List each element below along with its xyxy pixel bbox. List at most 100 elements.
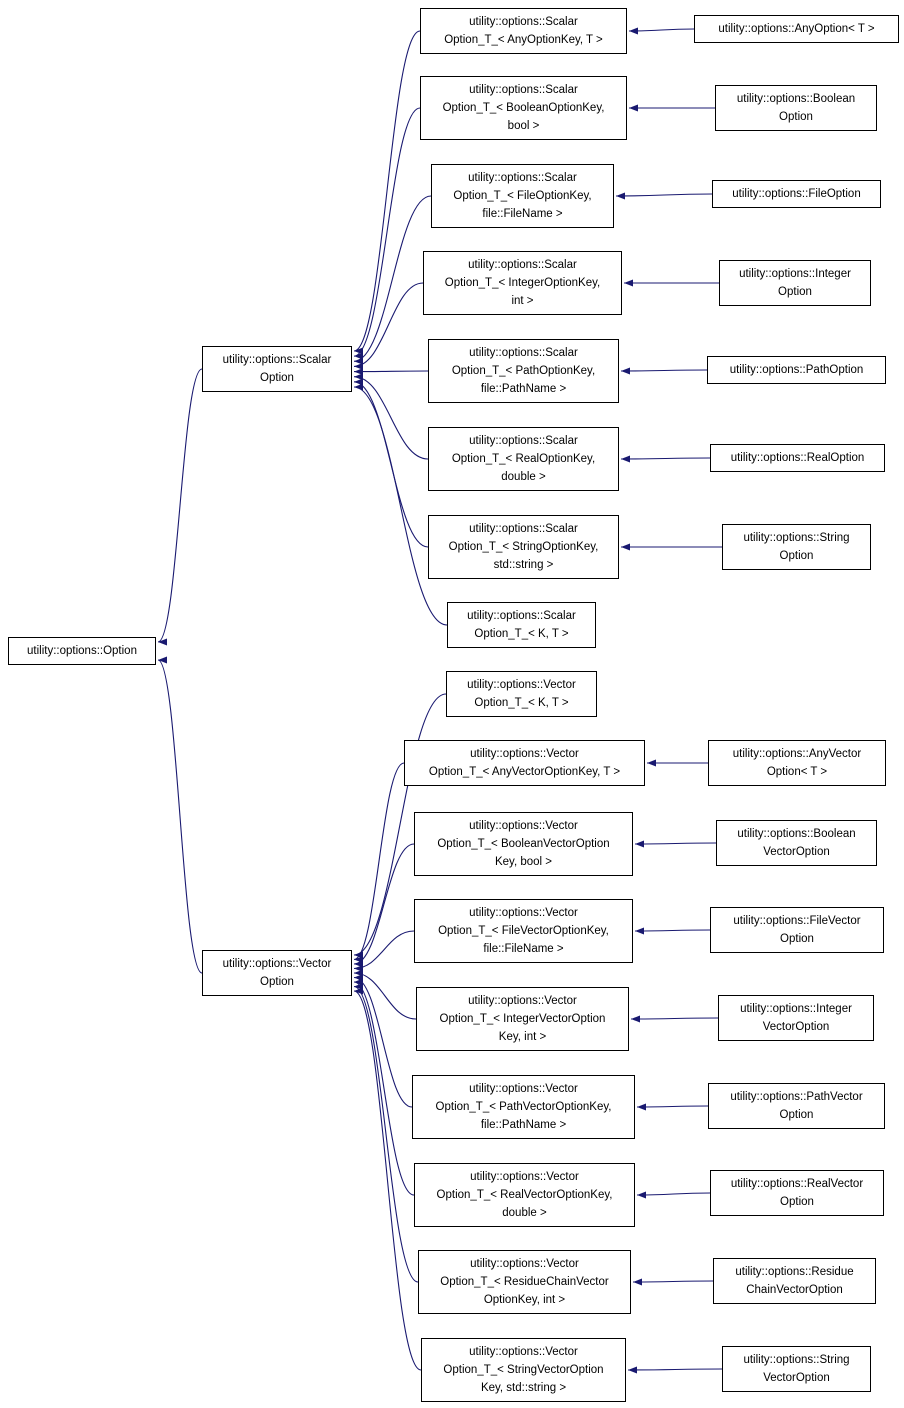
node-scalar-option-t-anyoptionkey[interactable]: utility::options::Scalar Option_T_< AnyO… — [420, 8, 627, 54]
node-label-line: Option_T_< BooleanOptionKey, — [442, 102, 605, 114]
node-label-line: file::FileName > — [482, 208, 563, 220]
node-label-line: Key, std::string > — [480, 1382, 567, 1394]
node-label-line: Option< T > — [766, 766, 828, 778]
node-label-line: utility::options::Scalar — [468, 259, 577, 271]
node-anyvectoroption[interactable]: utility::options::AnyVector Option< T > — [708, 740, 886, 786]
node-fileoption[interactable]: utility::options::FileOption — [712, 180, 881, 208]
node-label-line: utility::options::Boolean — [736, 93, 856, 105]
node-label-line: utility::options::Scalar — [469, 16, 578, 28]
node-label-line: std::string > — [493, 559, 554, 571]
node-label-line: utility::options::FileVector — [733, 915, 861, 927]
node-label-line: utility::options::FileOption — [732, 188, 861, 200]
node-label-line: Option_T_< StringOptionKey, — [448, 541, 599, 553]
node-label-line: VectorOption — [763, 846, 830, 858]
node-label-line: utility::options::Vector — [470, 748, 579, 760]
node-label-line: utility::options::Scalar — [469, 435, 578, 447]
node-residuechainvectoroption[interactable]: utility::options::Residue ChainVectorOpt… — [713, 1258, 876, 1304]
node-label-line: Option — [780, 933, 814, 945]
node-label-line: utility::options::Scalar — [222, 354, 332, 366]
node-label-line: utility::options::Scalar — [468, 172, 577, 184]
node-label-line: utility::options::PathVector — [730, 1091, 863, 1103]
node-label-line: OptionKey, int > — [483, 1294, 566, 1306]
node-label-line: Option_T_< BooleanVectorOption — [437, 838, 610, 850]
node-option[interactable]: utility::options::Option — [8, 637, 156, 665]
node-label-line: VectorOption — [762, 1021, 830, 1033]
node-label-line: utility::options::RealOption — [730, 452, 865, 464]
node-pathoption[interactable]: utility::options::PathOption — [707, 356, 886, 384]
node-vector-option-t-k-t[interactable]: utility::options::Vector Option_T_< K, T… — [446, 671, 597, 717]
node-anyoption[interactable]: utility::options::AnyOption< T > — [694, 15, 899, 43]
node-label-line: Option — [260, 372, 294, 384]
node-label-line: utility::options::Integer — [739, 268, 851, 280]
node-label-line: Option — [778, 286, 812, 298]
node-label-line: file::PathName > — [480, 383, 567, 395]
node-vector-option-t-pathvectoroptionkey[interactable]: utility::options::Vector Option_T_< Path… — [412, 1075, 635, 1139]
node-realoption[interactable]: utility::options::RealOption — [710, 444, 885, 472]
node-label-line: double > — [501, 471, 546, 483]
node-scalar-option-t-integeroptionkey[interactable]: utility::options::Scalar Option_T_< Inte… — [423, 251, 622, 315]
node-label-line: VectorOption — [763, 1372, 830, 1384]
node-label-line: bool > — [507, 120, 540, 132]
node-integeroption[interactable]: utility::options::Integer Option — [719, 260, 871, 306]
node-booleanoption[interactable]: utility::options::Boolean Option — [715, 85, 877, 131]
node-vector-option[interactable]: utility::options::Vector Option — [202, 950, 352, 996]
node-label-line: Option_T_< FileOptionKey, — [453, 190, 592, 202]
node-label-line: Option_T_< AnyOptionKey, T > — [444, 34, 603, 46]
node-vector-option-t-integervectoroptionkey[interactable]: utility::options::Vector Option_T_< Inte… — [416, 987, 629, 1051]
node-vector-option-t-residuechainvectoroptionkey[interactable]: utility::options::Vector Option_T_< Resi… — [418, 1250, 631, 1314]
node-stringvectoroption[interactable]: utility::options::String VectorOption — [722, 1346, 871, 1392]
node-label-line: utility::options::RealVector — [730, 1178, 864, 1190]
node-integervectoroption[interactable]: utility::options::Integer VectorOption — [718, 995, 874, 1041]
node-scalar-option-t-stringoptionkey[interactable]: utility::options::Scalar Option_T_< Stri… — [428, 515, 619, 579]
node-label-line: utility::options::Integer — [740, 1003, 852, 1015]
node-scalar-option[interactable]: utility::options::Scalar Option — [202, 346, 352, 392]
node-label-line: utility::options::Residue — [735, 1266, 854, 1278]
node-vector-option-t-anyvectoroptionkey[interactable]: utility::options::Vector Option_T_< AnyV… — [404, 740, 645, 786]
node-label-line: Option — [779, 550, 814, 562]
node-label-line: int > — [511, 295, 534, 307]
node-scalar-option-t-fileoptionkey[interactable]: utility::options::Scalar Option_T_< File… — [431, 164, 614, 228]
node-realvectoroption[interactable]: utility::options::RealVector Option — [710, 1170, 884, 1216]
node-label-line: Option — [780, 1196, 814, 1208]
node-scalar-option-t-realoptionkey[interactable]: utility::options::Scalar Option_T_< Real… — [428, 427, 619, 491]
node-vector-option-t-booleanvectoroptionkey[interactable]: utility::options::Vector Option_T_< Bool… — [414, 812, 633, 876]
node-label-line: Option_T_< RealVectorOptionKey, — [436, 1189, 613, 1201]
node-label-line: utility::options::Boolean — [737, 828, 856, 840]
node-label-line: Option_T_< PathVectorOptionKey, — [435, 1101, 612, 1113]
node-label-line: ChainVectorOption — [746, 1284, 843, 1296]
node-scalar-option-t-k-t[interactable]: utility::options::Scalar Option_T_< K, T… — [447, 602, 596, 648]
node-label-line: utility::options::Vector — [468, 995, 577, 1007]
node-scalar-option-t-booleanoptionkey[interactable]: utility::options::Scalar Option_T_< Bool… — [420, 76, 627, 140]
node-vector-option-t-realvectoroptionkey[interactable]: utility::options::Vector Option_T_< Real… — [414, 1163, 635, 1227]
node-label-line: Option_T_< PathOptionKey, — [451, 365, 596, 377]
node-label-line: utility::options::Vector — [470, 1258, 579, 1270]
node-vector-option-t-stringvectoroptionkey[interactable]: utility::options::Vector Option_T_< Stri… — [421, 1338, 626, 1402]
node-label-line: utility::options::Vector — [469, 820, 578, 832]
node-label-line: utility::options::Scalar — [469, 523, 578, 535]
node-label-line: utility::options::AnyVector — [732, 748, 862, 760]
node-pathvectoroption[interactable]: utility::options::PathVector Option — [708, 1083, 885, 1129]
node-label-line: Key, bool > — [494, 856, 552, 868]
node-label-line: utility::options::Vector — [467, 679, 576, 691]
node-label-line: utility::options::Scalar — [469, 84, 578, 96]
node-label-line: Option_T_< K, T > — [474, 628, 569, 640]
node-label-line: Option — [779, 1109, 814, 1121]
node-label-line: utility::options::Vector — [469, 907, 578, 919]
node-booleanvectoroption[interactable]: utility::options::Boolean VectorOption — [716, 820, 877, 866]
node-label-line: utility::options::String — [743, 532, 850, 544]
node-filevectoroption[interactable]: utility::options::FileVector Option — [710, 907, 884, 953]
node-scalar-option-t-pathoptionkey[interactable]: utility::options::Scalar Option_T_< Path… — [428, 339, 619, 403]
node-label-line: Option_T_< AnyVectorOptionKey, T > — [428, 766, 621, 778]
node-label-line: utility::options::Vector — [469, 1346, 578, 1358]
node-label-line: utility::options::Option — [27, 645, 137, 657]
node-label-line: utility::options::String — [743, 1354, 850, 1366]
node-stringoption[interactable]: utility::options::String Option — [722, 524, 871, 570]
node-label-line: Option_T_< IntegerVectorOption — [439, 1013, 606, 1025]
node-vector-option-t-filevectoroptionkey[interactable]: utility::options::Vector Option_T_< File… — [414, 899, 633, 963]
node-label-line: Option_T_< RealOptionKey, — [451, 453, 596, 465]
node-label-line: utility::options::Vector — [469, 1083, 578, 1095]
node-label-line: Key, int > — [498, 1031, 547, 1043]
node-label-line: utility::options::AnyOption< T > — [718, 23, 875, 35]
node-label-line: Option_T_< StringVectorOption — [443, 1364, 604, 1376]
node-label-line: utility::options::Scalar — [467, 610, 576, 622]
